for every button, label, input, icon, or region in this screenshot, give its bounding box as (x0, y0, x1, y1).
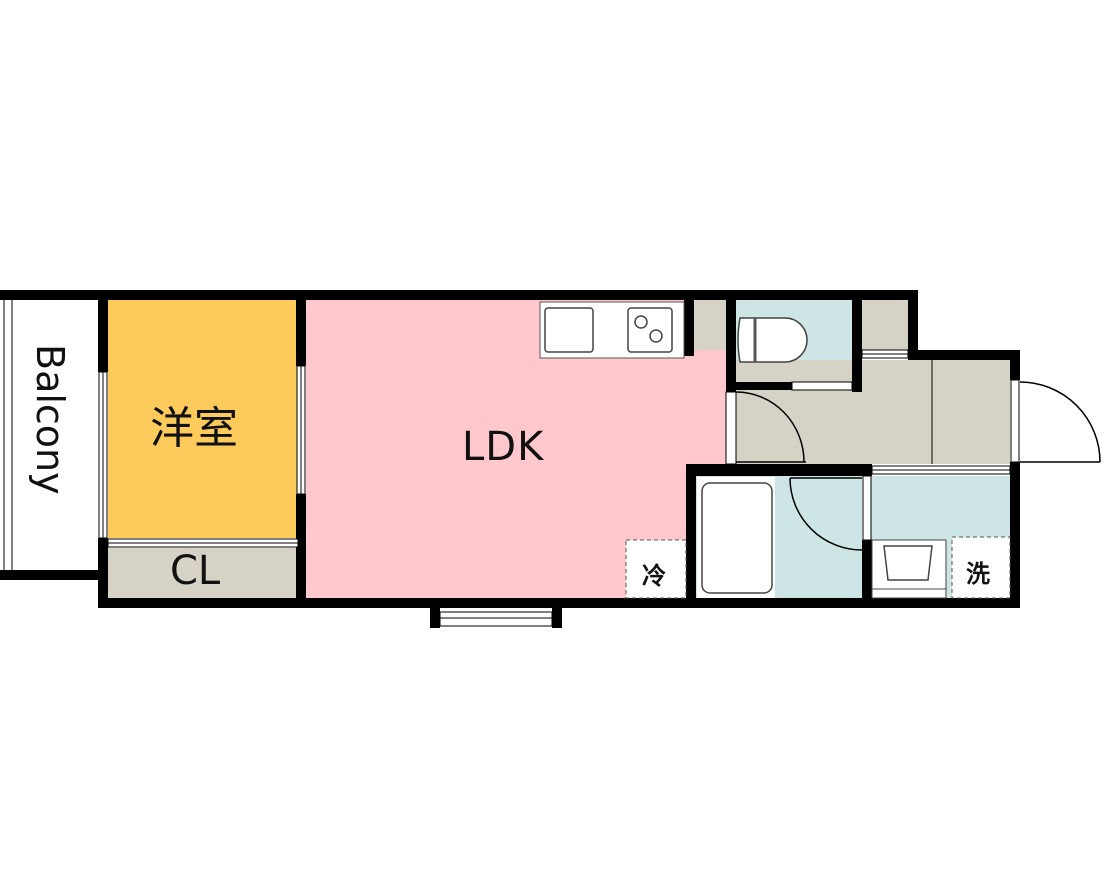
room-label-western-room: 洋室 (150, 403, 238, 454)
fridge-label: 冷 (642, 562, 666, 590)
doors (725, 360, 1101, 551)
balcony-area (3, 295, 103, 573)
western-room-floor (108, 300, 298, 538)
closet-floor (108, 548, 298, 598)
stove (627, 307, 673, 353)
shoe-closet-floor (860, 300, 910, 350)
toilet-fixture (737, 317, 808, 363)
room-label-closet: CL (170, 548, 221, 594)
sink (544, 307, 594, 353)
windows (98, 349, 1011, 627)
washer-space (951, 536, 1011, 599)
bathtub-basin (701, 482, 773, 594)
storage-floor (694, 300, 726, 350)
walls (0, 290, 1020, 628)
entrance-hall-floor (734, 360, 1010, 464)
washer-label: 洗 (966, 560, 990, 588)
room-label-ldk: LDK (462, 424, 545, 470)
kitchen-counter (539, 301, 685, 359)
room-label-balcony: Balcony (28, 344, 72, 495)
wash-basin (871, 539, 947, 599)
fridge-space (625, 539, 687, 599)
